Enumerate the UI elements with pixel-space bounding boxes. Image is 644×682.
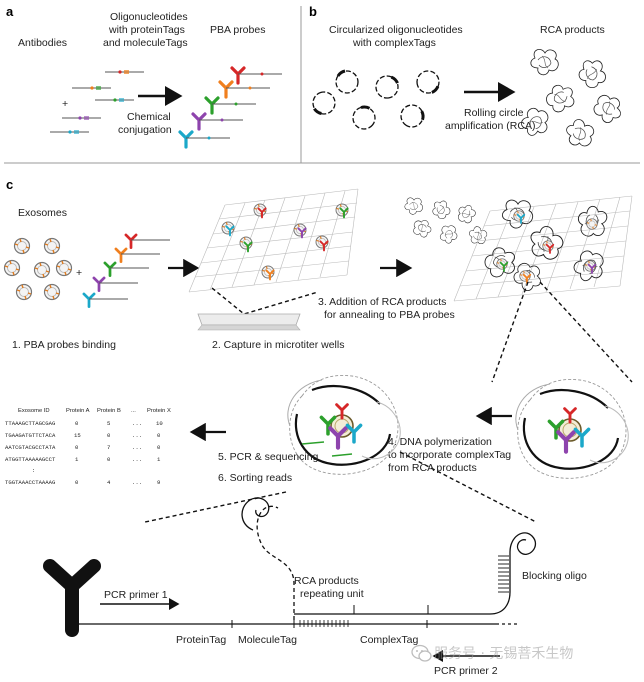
- table-header-exosome-id: Exosome ID: [18, 408, 50, 414]
- table-cell: 0: [75, 420, 79, 427]
- complex-closeup-left: [287, 374, 401, 475]
- step3-label-2: for annealing to PBA probes: [324, 309, 455, 321]
- antibodies-label: Antibodies: [18, 37, 67, 49]
- plus-sign-c: +: [76, 267, 82, 279]
- microtiter-grid-1: [188, 188, 359, 293]
- oligo-label-2: with proteinTags: [108, 24, 185, 36]
- oligonucleotides-group: [50, 70, 144, 134]
- table-row: TGAAGATGTTCTACA 15 0 ... 0: [5, 432, 161, 439]
- step6-label: 6. Sorting reads: [218, 472, 292, 484]
- exosomes-label: Exosomes: [18, 207, 67, 219]
- antibody-large-icon: [43, 559, 101, 637]
- pba-probes-group: [178, 66, 282, 149]
- exosomes-group: [3, 237, 73, 301]
- table-cell: 0: [107, 432, 111, 439]
- rolling-circle-label-2: amplification (RCA): [445, 120, 535, 132]
- table-cell: :: [32, 467, 35, 474]
- pcr-primer1-label: PCR primer 1: [104, 589, 168, 601]
- complex-closeup-right: [515, 378, 629, 479]
- table-cell: TGAAGATGTTCTACA: [5, 432, 56, 439]
- table-header-protein-x: Protein X: [147, 408, 171, 414]
- table-row: TTAAAGCTTAGCGAG 0 5 ... 10: [5, 420, 163, 427]
- table-cell: 7: [107, 444, 110, 451]
- step4-label-3: from RCA products: [388, 462, 477, 474]
- table-cell: ...: [132, 479, 142, 486]
- results-table: Exosome ID Protein A Protein B ... Prote…: [5, 408, 171, 486]
- chemical-label: Chemical: [127, 111, 171, 123]
- microtiter-plate: [197, 287, 319, 331]
- hybridized-region: [299, 620, 349, 627]
- watermark: 服务号 · 无锡菩禾生物: [411, 644, 573, 662]
- table-cell: 0: [75, 444, 79, 451]
- panel-label-b: b: [309, 4, 317, 19]
- table-cell: 9: [157, 479, 160, 486]
- table-cell: ...: [132, 432, 142, 439]
- rca-products-group-c: [404, 197, 490, 248]
- table-cell: ...: [132, 456, 142, 463]
- table-cell: 15: [74, 432, 81, 439]
- oligo-label-3: and moleculeTags: [103, 37, 188, 49]
- conjugation-label: conjugation: [118, 124, 172, 136]
- blocking-oligo-label: Blocking oligo: [522, 570, 587, 582]
- tag-ticks: [231, 620, 428, 628]
- pba-probes-label: PBA probes: [210, 24, 265, 36]
- table-row: TGGTAAACCTAAAAG 0 4 ... 9: [5, 479, 160, 486]
- oligo-label-1: Oligonucleotides: [110, 11, 188, 23]
- step4-label-2: to incorporate complexTag: [388, 449, 511, 461]
- rca-unit-label-1: RCA products: [294, 575, 359, 587]
- table-header-ellipsis: ...: [131, 408, 136, 414]
- table-cell: 5: [107, 420, 110, 427]
- rca-unit-label-2: repeating unit: [300, 588, 364, 600]
- circular-oligos-group: [308, 67, 443, 135]
- circularized-label-1: Circularized oligonucleotides: [329, 24, 463, 36]
- table-cell: TGGTAAACCTAAAAG: [5, 479, 56, 486]
- zoom-lines: [144, 281, 633, 523]
- step4-label-1: 4. DNA polymerization: [388, 436, 492, 448]
- step1-label: 1. PBA probes binding: [12, 339, 116, 351]
- table-cell: ...: [132, 444, 142, 451]
- panel-label-c: c: [6, 177, 13, 192]
- table-cell: ATGGTTAAAAAGCCT: [5, 456, 56, 463]
- blocking-oligo: [498, 555, 509, 593]
- table-header-protein-b: Protein B: [97, 408, 121, 414]
- step2-label: 2. Capture in microtiter wells: [212, 339, 344, 351]
- circularized-label-2: with complexTags: [352, 37, 436, 49]
- pba-probes-group-c: [82, 233, 170, 309]
- table-cell: TTAAAGCTTAGCGAG: [5, 420, 56, 427]
- table-cell: 0: [157, 432, 161, 439]
- pcr-primer2-label: PCR primer 2: [434, 665, 498, 677]
- table-cell: 4: [107, 479, 111, 486]
- step3-label-1: 3. Addition of RCA products: [318, 296, 446, 308]
- table-row: AATCGTACGCCTATA 0 7 ... 0: [5, 444, 161, 451]
- table-cell: ...: [132, 420, 142, 427]
- rca-products-group-b: [517, 48, 628, 153]
- table-cell: AATCGTACGCCTATA: [5, 444, 56, 451]
- table-cell: 1: [157, 456, 161, 463]
- panel-label-a: a: [6, 4, 14, 19]
- plus-sign-a: +: [62, 98, 68, 110]
- step5-label: 5. PCR & sequencing: [218, 451, 319, 463]
- table-cell: 10: [156, 420, 163, 427]
- complex-tag-label: ComplexTag: [360, 634, 419, 646]
- table-cell: 0: [107, 456, 111, 463]
- rolling-circle-label-1: Rolling circle: [464, 107, 524, 119]
- table-header-protein-a: Protein A: [66, 408, 90, 414]
- rca-loop: [241, 497, 537, 620]
- wechat-icon: [411, 644, 432, 662]
- table-cell: 1: [75, 456, 79, 463]
- table-cell: 0: [157, 444, 161, 451]
- protein-tag-label: ProteinTag: [176, 634, 226, 646]
- table-cell: 0: [75, 479, 79, 486]
- watermark-text: 服务号 · 无锡菩禾生物: [434, 646, 573, 662]
- molecule-tag-label: MoleculeTag: [238, 634, 297, 646]
- captured-exosomes-1: [221, 203, 349, 281]
- rca-products-label-b: RCA products: [540, 24, 605, 36]
- table-row: :: [32, 467, 35, 474]
- table-row: ATGGTTAAAAAGCCT 1 0 ... 1: [5, 456, 161, 463]
- annealed-rca-group: [480, 199, 610, 296]
